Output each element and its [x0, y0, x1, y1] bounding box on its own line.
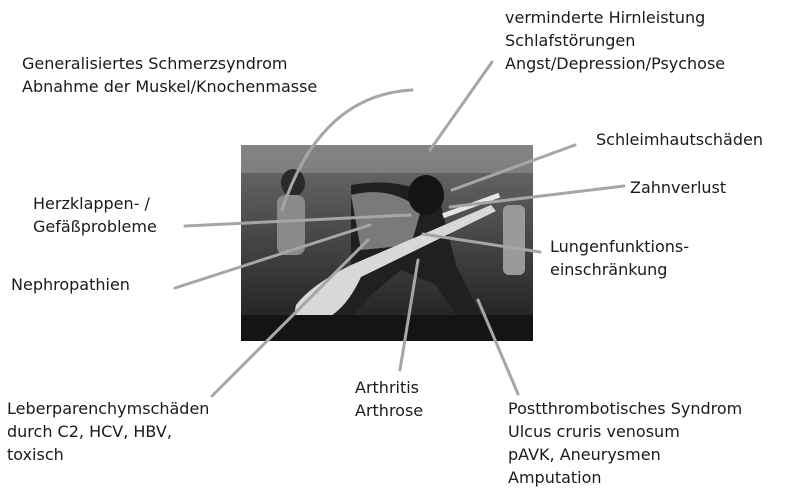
brain-label-line: Angst/Depression/Psychose [505, 52, 725, 75]
vascular-label-line: Ulcus cruris venosum [508, 420, 742, 443]
brain-label: verminderte Hirnleistung Schlafstörungen… [505, 6, 725, 75]
brain-label-line: Schlafstörungen [505, 29, 725, 52]
vascular-label-line: pAVK, Aneurysmen [508, 443, 742, 466]
brain-connector [430, 62, 492, 150]
lung-label-line: Lungenfunktions- [550, 235, 689, 258]
pain-label: Generalisiertes Schmerzsyndrom Abnahme d… [22, 52, 317, 98]
mucosa-label-line: Schleimhautschäden [596, 128, 763, 151]
pain-label-line: Abnahme der Muskel/Knochenmasse [22, 75, 317, 98]
joints-label-line: Arthrose [355, 399, 423, 422]
lung-label: Lungenfunktions- einschränkung [550, 235, 689, 281]
teeth-label: Zahnverlust [630, 176, 726, 199]
kidney-label: Nephropathien [11, 273, 130, 296]
mucosa-label: Schleimhautschäden [596, 128, 763, 151]
vascular-label-line: Postthrombotisches Syndrom [508, 397, 742, 420]
liver-label-line: toxisch [7, 443, 209, 466]
liver-label-line: durch C2, HCV, HBV, [7, 420, 209, 443]
vascular-label-line: Amputation [508, 466, 742, 489]
heart-label-line: Herzklappen- / [33, 192, 157, 215]
joints-label-line: Arthritis [355, 376, 423, 399]
heart-label: Herzklappen- / Gefäßprobleme [33, 192, 157, 238]
vascular-label: Postthrombotisches Syndrom Ulcus cruris … [508, 397, 742, 489]
teeth-label-line: Zahnverlust [630, 176, 726, 199]
joints-label: Arthritis Arthrose [355, 376, 423, 422]
liver-label: Leberparenchymschäden durch C2, HCV, HBV… [7, 397, 209, 466]
pain-label-line: Generalisiertes Schmerzsyndrom [22, 52, 317, 75]
liver-label-line: Leberparenchymschäden [7, 397, 209, 420]
guitarist-photo [241, 145, 533, 341]
heart-label-line: Gefäßprobleme [33, 215, 157, 238]
brain-label-line: verminderte Hirnleistung [505, 6, 725, 29]
kidney-label-line: Nephropathien [11, 273, 130, 296]
lung-label-line: einschränkung [550, 258, 689, 281]
